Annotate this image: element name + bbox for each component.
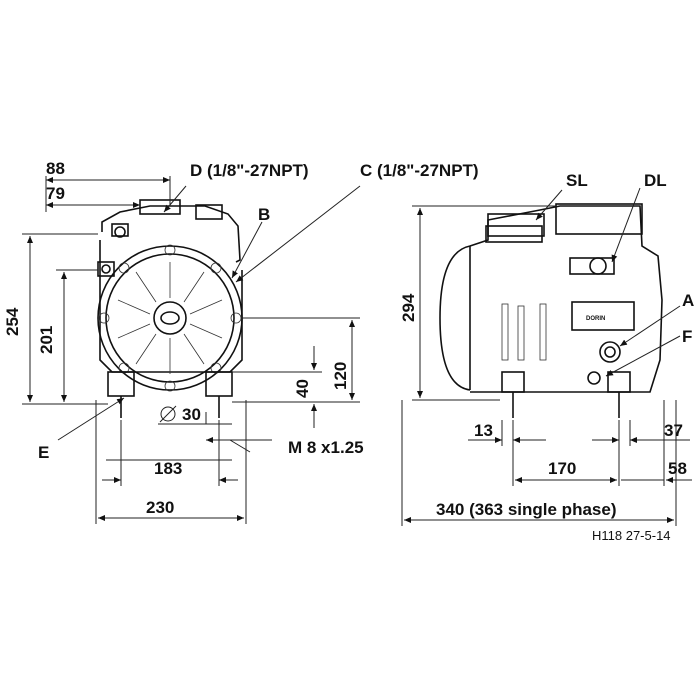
diameter-symbol (159, 405, 177, 423)
callout-b: B (258, 205, 270, 224)
callout-sl: SL (566, 171, 588, 190)
callout-a: A (682, 291, 694, 310)
dim-120: 120 (331, 362, 350, 390)
dim-30: 30 (182, 405, 201, 424)
thread-spec: M 8 x1.25 (288, 438, 364, 457)
dim-13: 13 (474, 421, 493, 440)
dim-58: 58 (668, 459, 687, 478)
side-view (439, 203, 663, 418)
callout-c: C (1/8"-27NPT) (360, 161, 479, 180)
dim-294: 294 (399, 293, 418, 322)
callout-f: F (682, 327, 692, 346)
dim-37: 37 (664, 421, 683, 440)
side-dimensions (401, 187, 692, 526)
callout-dl: DL (644, 171, 667, 190)
drawing-code: H118 27-5-14 (592, 528, 671, 543)
dim-79: 79 (46, 184, 65, 203)
callout-d: D (1/8"-27NPT) (190, 161, 309, 180)
brand-label: DORIN (586, 316, 605, 322)
dim-254: 254 (3, 307, 22, 336)
front-dimensions (22, 176, 361, 524)
dim-88: 88 (46, 159, 65, 178)
dim-230: 230 (146, 498, 174, 517)
front-view (97, 199, 243, 418)
dim-170: 170 (548, 459, 576, 478)
dim-201: 201 (37, 326, 56, 354)
dim-40: 40 (293, 379, 312, 398)
dim-183: 183 (154, 459, 182, 478)
dim-340: 340 (363 single phase) (436, 500, 616, 519)
callout-e: E (38, 443, 49, 462)
